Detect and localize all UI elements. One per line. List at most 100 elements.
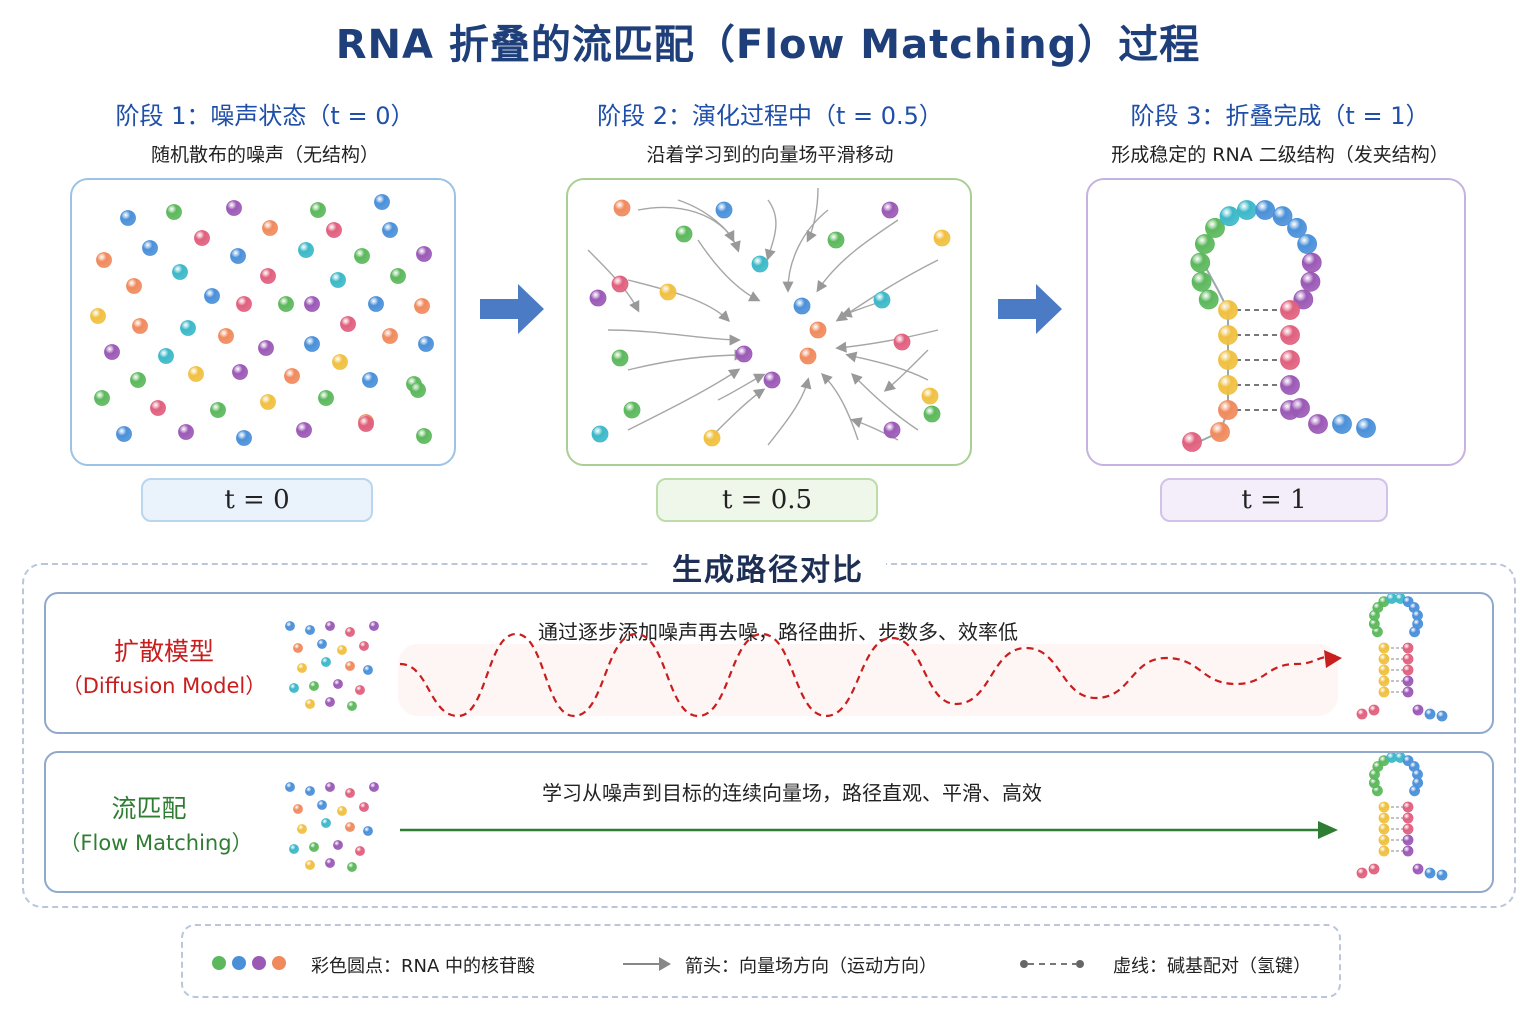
legend-arrow-label: 箭头：向量场方向（运动方向） <box>685 956 937 977</box>
nucleotide-dot <box>1308 414 1328 434</box>
nucleotide-dot <box>194 230 210 246</box>
nucleotide-dot <box>325 621 335 631</box>
diffusion-description: 通过逐步添加噪声再去噪，路径曲折、步数多、效率低 <box>538 620 1018 644</box>
nucleotide-dot <box>1378 653 1390 665</box>
nucleotide-dot <box>1378 812 1390 824</box>
flow-name: 流匹配 <box>111 794 187 823</box>
nucleotide-dot <box>1424 867 1436 879</box>
nucleotide-dot <box>1218 400 1238 420</box>
nucleotide-dot <box>309 842 319 852</box>
nucleotide-dot <box>1409 785 1420 797</box>
nucleotide-dot <box>355 846 365 856</box>
nucleotide-dot <box>1301 252 1322 273</box>
flow-path <box>285 753 1448 881</box>
vector-field-arrow <box>717 373 766 401</box>
stage-2-heading: 阶段 2：演化过程中（t = 0.5） <box>597 102 943 130</box>
nucleotide-dot <box>132 318 148 334</box>
nucleotide-dot <box>293 804 303 814</box>
nucleotide-dot <box>1280 350 1300 370</box>
nucleotide-dot <box>1280 300 1300 320</box>
nucleotide-dot <box>296 422 312 438</box>
nucleotide-dot <box>1218 375 1238 395</box>
nucleotide-dot <box>260 394 276 410</box>
nucleotide-dot <box>735 345 753 363</box>
hairpin-structure <box>1182 200 1376 452</box>
nucleotide-dot <box>188 366 204 382</box>
nucleotide-dot <box>289 844 299 854</box>
vector-field-arrow <box>627 279 730 322</box>
legend: 彩色圆点：RNA 中的核苷酸 箭头：向量场方向（运动方向） 虚线：碱基配对（氢键… <box>181 924 1341 998</box>
vector-field-arrow <box>767 377 812 446</box>
nucleotide-dot <box>289 683 299 693</box>
nucleotide-dot <box>1402 812 1414 824</box>
nucleotide-dot <box>258 340 274 356</box>
nucleotide-dot <box>591 425 609 443</box>
nucleotide-dot <box>1402 801 1414 813</box>
diffusion-english: （Diffusion Model） <box>61 674 267 698</box>
nucleotide-dot <box>218 328 234 344</box>
nucleotide-dot <box>1402 686 1414 698</box>
nucleotide-dot <box>284 368 300 384</box>
nucleotide-dot <box>1378 642 1390 654</box>
nucleotide-dot <box>418 336 434 352</box>
nucleotide-dot <box>330 272 346 288</box>
nucleotide-dot <box>1297 234 1318 254</box>
nucleotide-dot <box>1412 863 1424 875</box>
nucleotide-dot <box>126 278 142 294</box>
nucleotide-dot <box>305 786 315 796</box>
nucleotide-dot <box>1332 414 1352 434</box>
vector-field <box>587 187 951 447</box>
nucleotide-dot <box>410 382 426 398</box>
nucleotide-dot <box>1402 664 1414 676</box>
stage-2-panel <box>566 178 972 466</box>
nucleotide-dot <box>359 802 369 812</box>
t-badge-05: t = 0.5 <box>656 478 878 522</box>
nucleotide-dot <box>325 782 335 792</box>
nucleotide-dot <box>414 298 430 314</box>
nucleotide-dot <box>1219 206 1240 227</box>
nucleotide-dot <box>1300 271 1321 292</box>
nucleotide-dot <box>116 426 132 442</box>
nucleotide-dot <box>1236 200 1257 220</box>
nucleotide-dot <box>827 231 845 249</box>
nucleotide-dot <box>382 222 398 238</box>
nucleotide-dot <box>809 321 827 339</box>
vector-field-arrow <box>697 239 761 302</box>
dashed-line-icon <box>1020 960 1084 968</box>
flow-english: （Flow Matching） <box>59 831 253 855</box>
arrowhead-icon <box>1318 821 1338 839</box>
stage-1-panel <box>70 178 456 466</box>
vector-field-arrow <box>764 199 777 261</box>
nucleotide-dot <box>298 242 314 258</box>
vector-field-arrow <box>677 199 735 243</box>
nucleotide-dot <box>881 201 899 219</box>
nucleotide-dot <box>921 387 939 405</box>
nucleotide-dot <box>793 297 811 315</box>
nucleotide-dot <box>933 229 951 247</box>
nucleotide-dot <box>96 252 112 268</box>
nucleotide-dot <box>369 782 379 792</box>
nucleotide-dot <box>1182 432 1202 452</box>
nucleotide-dot <box>236 296 252 312</box>
nucleotide-dot <box>260 268 276 284</box>
stage-3-panel <box>1086 178 1466 466</box>
nucleotide-dot <box>416 246 432 262</box>
nucleotide-dot <box>337 645 347 655</box>
flow-description: 学习从噪声到目标的连续向量场，路径直观、平滑、高效 <box>542 781 1042 805</box>
vector-field-arrow <box>816 219 899 293</box>
vector-field-arrow <box>821 373 859 441</box>
nucleotide-dot <box>1287 218 1307 238</box>
nucleotide-dot <box>893 333 911 351</box>
nucleotide-dot <box>1402 845 1414 857</box>
nucleotide-dot <box>703 429 721 447</box>
nucleotide-dot <box>659 283 677 301</box>
t-badge-1: t = 1 <box>1160 478 1388 522</box>
flow-row: 流匹配 （Flow Matching） 学习从噪声到目标的连续向量场，路径直观、… <box>44 751 1494 893</box>
nucleotide-dot <box>178 424 194 440</box>
nucleotide-dot <box>321 818 331 828</box>
nucleotide-dot <box>355 685 365 695</box>
nucleotide-dot <box>297 824 307 834</box>
nucleotide-dot <box>873 291 891 309</box>
nucleotide-dot <box>1378 845 1390 857</box>
nucleotide-dot <box>1409 626 1420 638</box>
